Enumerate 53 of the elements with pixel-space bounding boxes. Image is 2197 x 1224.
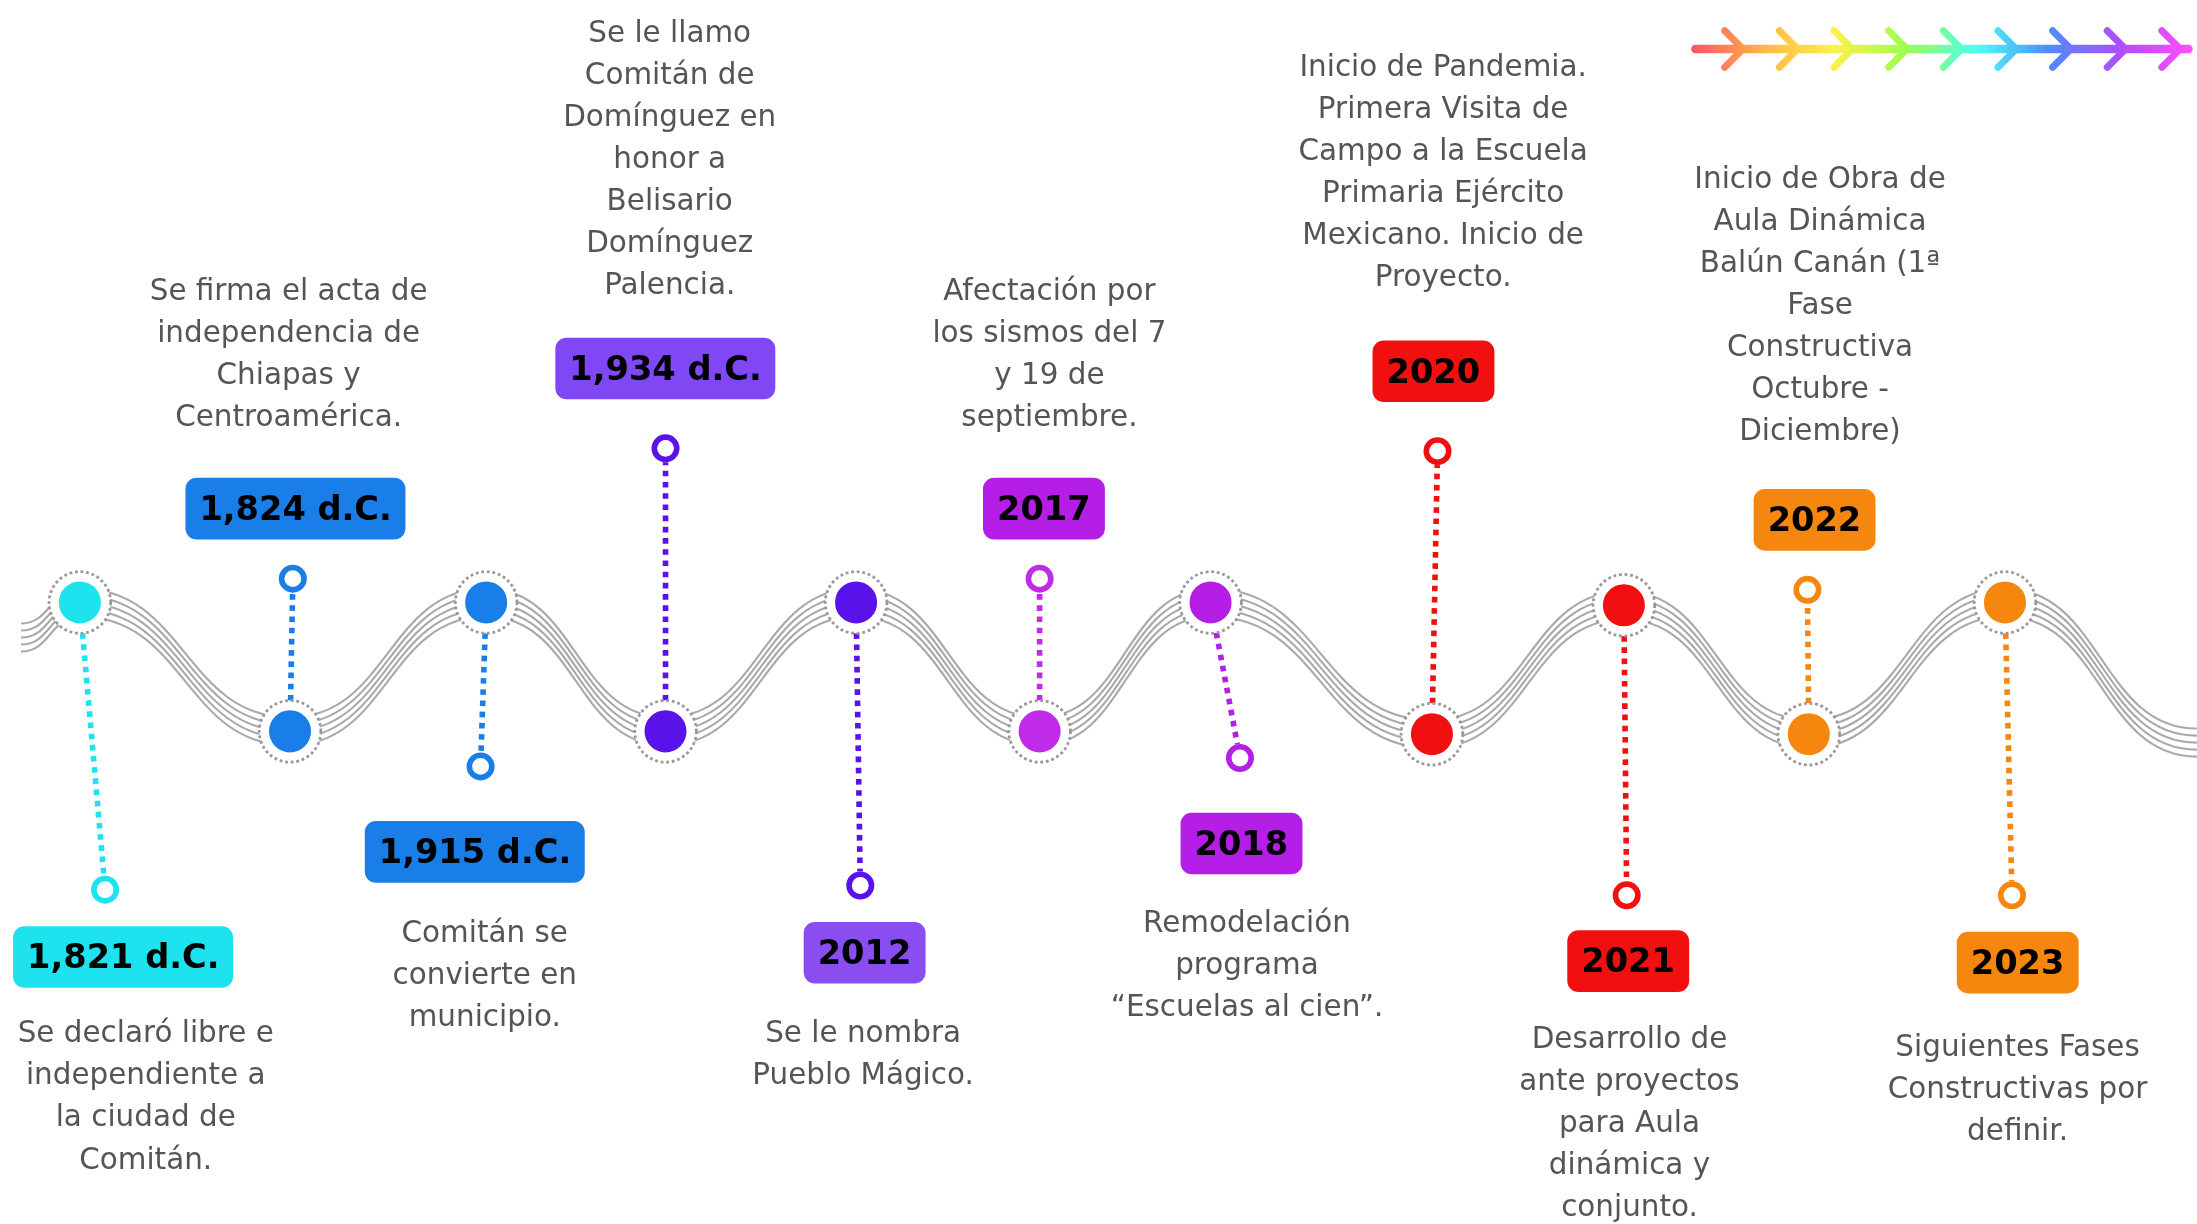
timeline-dot <box>1776 701 1842 767</box>
dashed-connector <box>287 592 296 701</box>
timeline-dot <box>1178 570 1243 635</box>
timeline-dot <box>47 570 113 635</box>
marker-ring <box>651 434 680 463</box>
event-description: Se firma el acta de independencia de Chiapas y Centroamérica. <box>148 272 429 435</box>
year-badge: 2018 <box>1180 812 1303 875</box>
event-description: Desarrollo de ante proyectos para Aula dinámica y conjunto. <box>1518 1020 1741 1224</box>
year-badge: 2022 <box>1753 489 1876 551</box>
marker-ring <box>466 752 495 781</box>
dashed-connector <box>1036 592 1043 701</box>
year-badge: 1,915 d.C. <box>364 821 586 883</box>
event-description: Remodelación programa “Escuelas al cien”. <box>1109 904 1385 1025</box>
dashed-connector <box>853 633 863 872</box>
year-badge: 1,934 d.C. <box>555 337 776 400</box>
dashed-connector <box>478 633 488 753</box>
marker-ring <box>1225 744 1254 772</box>
timeline-dot <box>633 699 698 764</box>
timeline-dot <box>1399 701 1465 767</box>
dashed-connector <box>1429 465 1441 704</box>
marker-ring <box>278 564 307 593</box>
timeline-dot <box>1591 573 1657 638</box>
dashed-connector <box>2002 633 2015 882</box>
marker-ring <box>846 871 875 900</box>
year-badge: 2023 <box>1956 931 2079 994</box>
event-description: Comitán se convierte en municipio. <box>391 913 578 1035</box>
timeline-dot <box>1007 699 1072 764</box>
dashed-connector <box>662 462 669 701</box>
timeline-dot <box>453 570 519 635</box>
year-badge: 1,821 d.C. <box>13 926 234 988</box>
marker-ring <box>1793 575 1822 604</box>
marker-ring <box>1025 564 1054 593</box>
year-badge: 2021 <box>1567 930 1689 992</box>
marker-ring <box>1612 881 1641 910</box>
event-description: Inicio de Pandemia. Primera Visita de Campo a la Escuela Primaria Ejército Mexicano. Inicio de Proyecto. <box>1297 48 1589 295</box>
timeline-dot <box>1972 570 2038 635</box>
event-description: Afectación por los sismos del 7 y 19 de septiembre. <box>931 272 1168 435</box>
timeline-dot <box>823 570 889 635</box>
marker-ring <box>91 875 120 904</box>
year-badge: 2012 <box>803 921 926 984</box>
timeline-dot <box>257 699 323 764</box>
event-description: Siguientes Fases Constructivas por definir. <box>1886 1028 2149 1150</box>
marker-ring <box>1997 881 2026 910</box>
year-badge: 2017 <box>983 477 1105 540</box>
event-description: Se le llamo Comitán de Domínguez en honor a Belisario Domínguez Palencia. <box>562 14 778 304</box>
dashed-connector <box>79 632 107 876</box>
event-description: Se declaró libre e independiente a la ciudad de Comitán. <box>16 1014 275 1178</box>
year-badge: 1,824 d.C. <box>185 477 406 540</box>
event-description: Inicio de Obra de Aula Dinámica Balún Canán (1ª Fase Constructiva Octubre - Diciembre) <box>1693 160 1947 449</box>
marker-ring <box>1423 437 1452 466</box>
event-description: Se le nombra Pueblo Mágico. <box>751 1014 975 1094</box>
year-badge: 2020 <box>1372 340 1495 403</box>
dashed-connector <box>1213 632 1241 745</box>
